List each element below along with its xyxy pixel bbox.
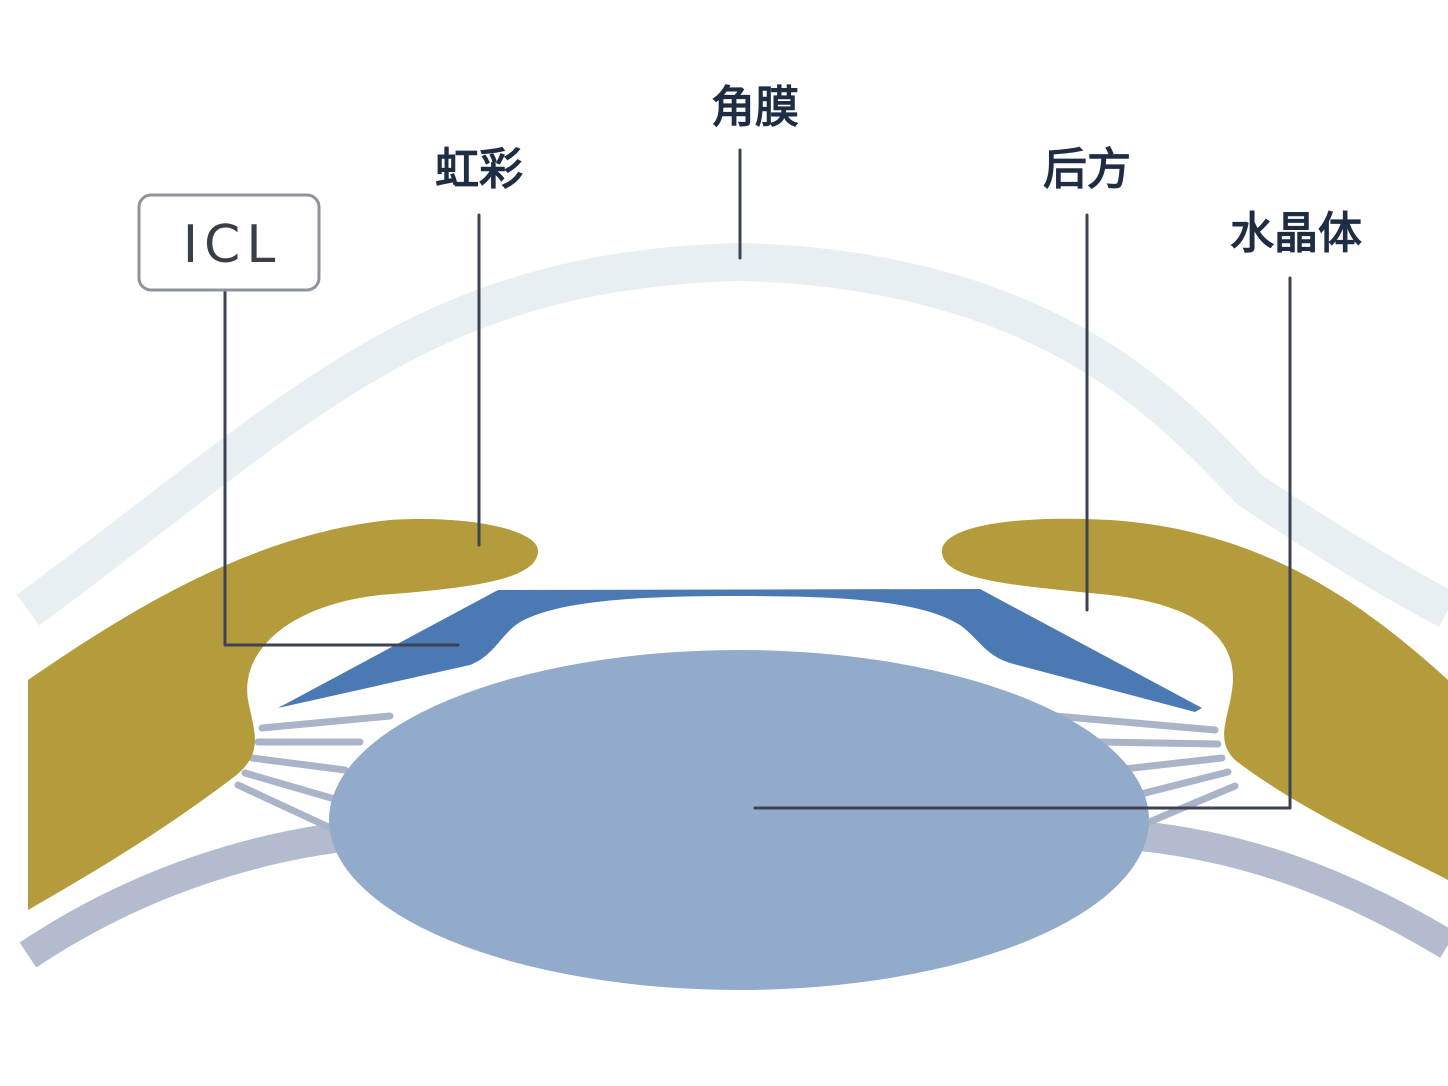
cornea	[16, 242, 1448, 627]
iris-right	[941, 518, 1448, 880]
iris-left	[28, 519, 539, 910]
icl-lens	[278, 589, 1202, 712]
icl-label-box	[137, 193, 321, 292]
crystalline-lens	[329, 650, 1149, 990]
leader-line-icl	[223, 290, 460, 647]
leader-line-crystalline-lens	[753, 276, 1292, 810]
cornea-label: 角膜	[711, 82, 799, 133]
iris-label: 虹彩	[435, 144, 523, 195]
zonules-left	[234, 712, 394, 834]
posterior-chamber-label: 后方	[1043, 144, 1131, 195]
crystalline-lens-label: 水晶体	[1230, 208, 1362, 259]
icl-label: ICL	[183, 215, 282, 275]
sclera-band-lower-right	[1128, 820, 1448, 958]
sclera-band-lower	[19, 820, 362, 968]
